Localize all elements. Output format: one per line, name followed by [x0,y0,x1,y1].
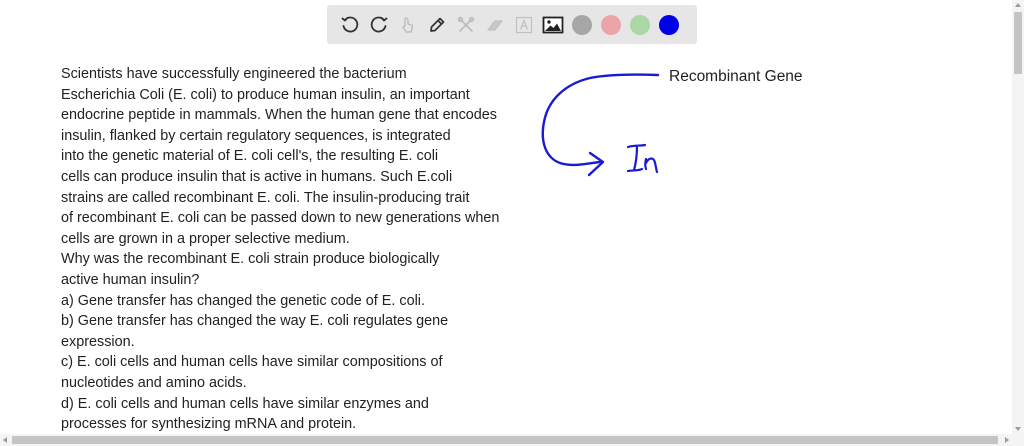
handwritten-n [644,157,659,174]
scroll-down-arrow-icon[interactable] [1015,427,1021,431]
handwritten-annotation [541,73,660,177]
whiteboard-canvas[interactable]: Scientists have successfully engineered … [0,0,1012,434]
answer-option-c: c) E. coli cells and human cells have si… [61,354,443,371]
text-tool-button[interactable] [509,10,538,39]
color-swatch-red[interactable] [601,14,621,35]
horizontal-scroll-thumb[interactable] [12,436,998,444]
question-line: insulin, flanked by certain regulatory s… [61,127,451,144]
undo-icon [341,16,358,32]
question-line: cells are grown in a proper selective me… [61,230,350,247]
question-prompt: Why was the recombinant E. coli strain p… [61,251,440,268]
answer-option-b: b) Gene transfer has changed the way E. … [61,313,449,330]
answer-option-a: a) Gene transfer has changed the genetic… [61,292,425,309]
image-tool-button[interactable] [538,10,567,39]
color-swatch-blue[interactable] [659,14,679,35]
scroll-up-arrow-icon[interactable] [1015,3,1021,7]
arrowhead-stroke [587,151,605,177]
question-line: of recombinant E. coli can be passed dow… [61,210,500,227]
curved-arrow-stroke [541,73,660,167]
scroll-left-arrow-icon[interactable] [3,437,7,443]
eraser-icon [486,20,503,30]
handwritten-I [626,143,647,173]
redo-button[interactable] [364,10,393,39]
question-text: Scientists have successfully engineered … [61,64,551,435]
drawing-toolbar [327,5,697,44]
scroll-right-arrow-icon[interactable] [1005,437,1009,443]
question-line: endocrine peptide in mammals. When the h… [61,107,497,124]
undo-button[interactable] [335,10,364,39]
tools-button[interactable] [451,10,480,39]
answer-option-b-cont: expression. [61,333,135,350]
question-line: into the genetic material of E. coli cel… [61,148,439,165]
color-swatch-green[interactable] [630,14,650,35]
text-box-icon [515,16,532,33]
vertical-scroll-thumb[interactable] [1014,12,1022,74]
question-line: Escherichia Coli (E. coli) to produce hu… [61,86,470,103]
vertical-scrollbar[interactable] [1012,0,1024,434]
pen-tool-button[interactable] [422,10,451,39]
question-line: Scientists have successfully engineered … [61,66,407,82]
scrollbar-corner [1012,434,1024,446]
recombinant-gene-label: Recombinant Gene [669,68,803,85]
pencil-icon [429,17,444,32]
question-line: cells can produce insulin that is active… [61,168,453,185]
redo-icon [370,16,387,32]
select-tool-button[interactable] [393,10,422,39]
question-line: strains are called recombinant E. coli. … [61,189,470,206]
answer-option-c-cont: nucleotides and amino acids. [61,374,247,391]
question-prompt: active human insulin? [61,271,200,288]
image-icon [542,16,563,33]
answer-option-d: d) E. coli cells and human cells have si… [61,395,429,412]
wrench-cross-icon [457,16,474,32]
eraser-tool-button[interactable] [480,10,509,39]
pointer-icon [401,16,413,33]
color-swatch-gray[interactable] [572,14,592,35]
answer-option-d-cont: processes for synthesizing mRNA and prot… [61,416,357,433]
horizontal-scrollbar[interactable] [0,434,1012,446]
